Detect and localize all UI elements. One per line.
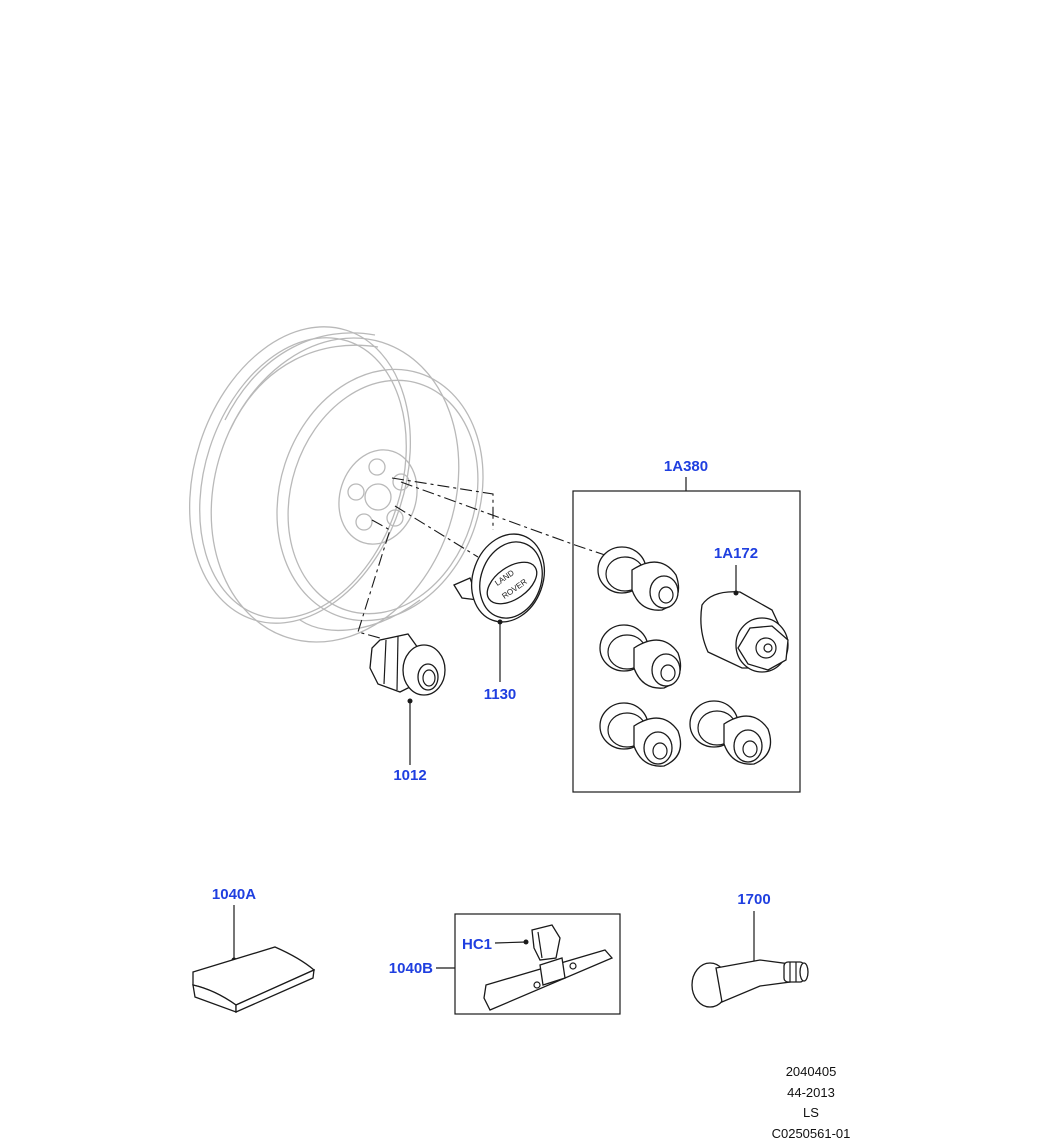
kit-box-1A380 (572, 490, 801, 793)
balance-weight-1040A[interactable] (192, 946, 316, 1013)
leader-dot-1012 (407, 698, 413, 704)
callout-HC1[interactable]: HC1 (462, 936, 492, 953)
alignment-lines (357, 477, 606, 639)
callout-1040B[interactable]: 1040B (389, 960, 433, 977)
locking-nut-2[interactable] (599, 624, 682, 689)
footer-line-4: C0250561-01 (772, 1126, 851, 1141)
callout-1040A[interactable]: 1040A (212, 886, 256, 903)
locking-nut-3[interactable] (599, 702, 682, 767)
footer-line-2: 44-2013 (787, 1085, 835, 1100)
leader-dot-HC1 (523, 939, 529, 945)
drawing-reference-block: 2040405 44-2013 LS C0250561-01 (772, 1064, 851, 1141)
locking-key-1A172[interactable] (700, 591, 789, 673)
clip-HC1[interactable] (531, 924, 561, 961)
balance-weight-1040B[interactable] (483, 949, 614, 1011)
weight-box-1040B (454, 913, 621, 1015)
callout-1130[interactable]: 1130 (484, 686, 517, 703)
callout-1700[interactable]: 1700 (737, 891, 770, 908)
centre-cap-1130[interactable]: LAND ROVER (453, 524, 556, 633)
road-wheel-illustration (188, 326, 484, 643)
footer-line-1: 2040405 (786, 1064, 837, 1079)
leader-dot-1A172 (733, 590, 739, 596)
leader-HC1 (494, 941, 527, 944)
callout-1012[interactable]: 1012 (393, 767, 426, 784)
callout-1A172[interactable]: 1A172 (714, 545, 758, 562)
callout-1A380[interactable]: 1A380 (664, 458, 708, 475)
locking-nut-1[interactable] (597, 546, 680, 611)
locking-nut-4[interactable] (689, 700, 772, 765)
footer-line-3: LS (803, 1105, 819, 1120)
leader-dot-1130 (497, 619, 503, 625)
tyre-valve-1700[interactable] (691, 959, 809, 1008)
wheel-nut-1012[interactable] (369, 633, 446, 696)
